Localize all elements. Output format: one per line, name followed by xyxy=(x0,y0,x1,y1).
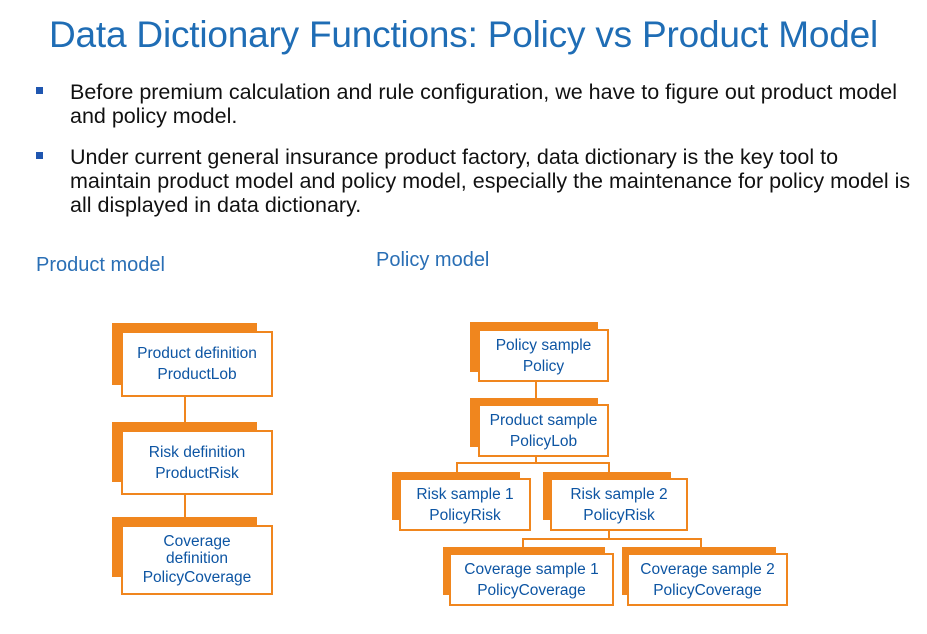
node-entity: PolicyRisk xyxy=(429,506,501,524)
policy-connector xyxy=(700,538,702,548)
node-box: Risk definition ProductRisk xyxy=(121,430,273,495)
node-box: Risk sample 1 PolicyRisk xyxy=(399,478,531,531)
node-title: Risk sample 2 xyxy=(570,485,668,503)
node-box: Product sample PolicyLob xyxy=(478,404,609,457)
node-entity: Policy xyxy=(522,357,565,375)
node-title: Policy sample xyxy=(495,336,592,354)
node-box: Coverage sample 2 PolicyCoverage xyxy=(627,553,788,606)
policy-connector xyxy=(535,457,537,463)
node-entity: PolicyCoverage xyxy=(142,568,252,586)
policy-connector xyxy=(522,538,702,540)
policy-connector xyxy=(456,462,458,474)
product-model-label: Product model xyxy=(36,254,165,276)
node-box: Coverage definition PolicyCoverage xyxy=(121,525,273,595)
policy-model-label: Policy model xyxy=(376,249,490,271)
square-bullet-icon xyxy=(36,87,43,94)
bullet-list: Before premium calculation and rule conf… xyxy=(36,80,916,234)
bullet-text: Under current general insurance product … xyxy=(70,145,911,217)
node-entity: ProductLob xyxy=(157,366,237,383)
bullet-item: Under current general insurance product … xyxy=(36,145,916,217)
product-connector xyxy=(184,494,186,518)
node-title: Coverage sample 2 xyxy=(640,560,775,578)
policy-connector xyxy=(608,531,610,539)
node-box: Risk sample 2 PolicyRisk xyxy=(550,478,688,531)
node-title: Risk definition xyxy=(148,443,246,461)
node-entity: PolicyCoverage xyxy=(653,581,762,599)
policy-connector xyxy=(535,381,537,399)
node-title: Product definition xyxy=(137,345,257,362)
node-entity: PolicyRisk xyxy=(583,506,655,524)
product-connector xyxy=(184,397,186,422)
node-entity: ProductRisk xyxy=(155,464,239,482)
bullet-item: Before premium calculation and rule conf… xyxy=(36,80,916,128)
policy-connector xyxy=(608,462,610,474)
node-entity: PolicyLob xyxy=(509,432,578,450)
node-box: Product definition ProductLob xyxy=(121,331,273,397)
slide-title: Data Dictionary Functions: Policy vs Pro… xyxy=(48,14,878,55)
policy-connector xyxy=(522,538,524,548)
node-title: Coverage sample 1 xyxy=(464,560,599,578)
bullet-text: Before premium calculation and rule conf… xyxy=(70,80,898,128)
node-box: Coverage sample 1 PolicyCoverage xyxy=(449,553,614,606)
square-bullet-icon xyxy=(36,152,43,159)
policy-connector xyxy=(456,462,610,464)
node-entity: PolicyCoverage xyxy=(477,581,586,599)
node-title: Product sample xyxy=(489,411,598,429)
node-title: Coverage definition xyxy=(163,532,231,567)
node-title: Risk sample 1 xyxy=(416,485,514,503)
node-box: Policy sample Policy xyxy=(478,329,609,382)
